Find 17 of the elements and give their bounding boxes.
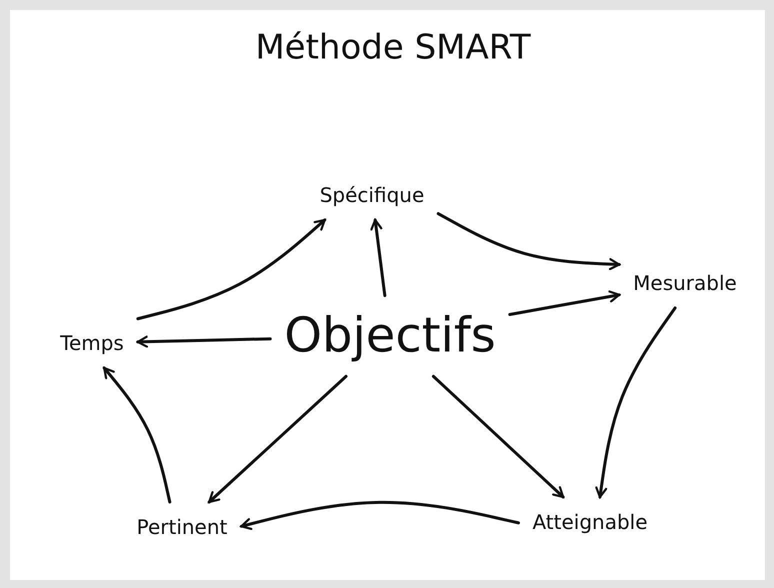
arrow [436, 212, 621, 270]
diagram-title: Méthode SMART [255, 29, 531, 67]
arrow [595, 306, 677, 498]
arrow [208, 374, 348, 504]
node-label: Atteignable [532, 511, 648, 533]
arrow [240, 500, 520, 530]
node-label: Mesurable [633, 272, 737, 294]
arrow [508, 290, 621, 316]
arrow [432, 374, 565, 498]
arrow [370, 218, 386, 298]
central-label: Objectifs [284, 310, 496, 362]
arrow [102, 366, 172, 504]
arrow [136, 218, 326, 320]
node-label: Temps [60, 332, 124, 354]
node-label: Spécifique [320, 184, 424, 206]
node-label: Pertinent [136, 516, 228, 538]
arrow [136, 336, 272, 348]
